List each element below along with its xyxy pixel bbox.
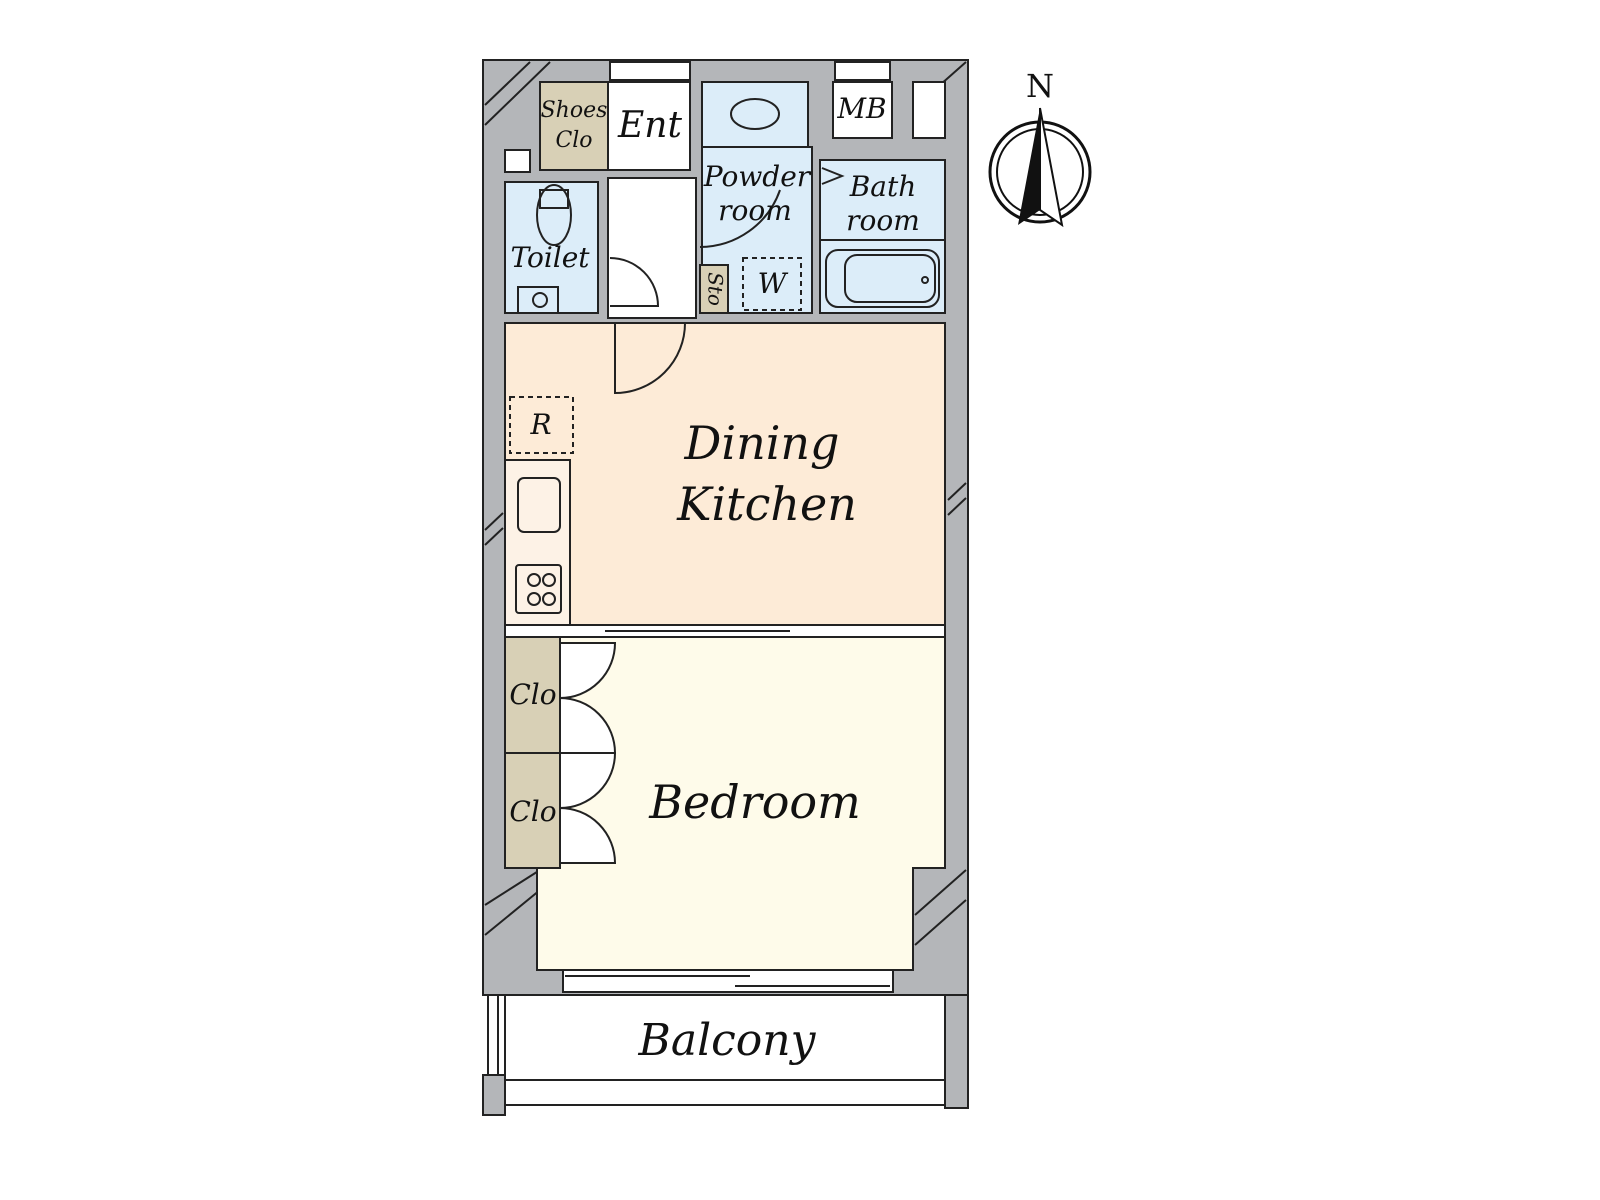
washer-label: W bbox=[758, 267, 789, 300]
washer-space bbox=[742, 257, 802, 311]
entrance-window bbox=[609, 61, 691, 81]
toilet-bowl-icon bbox=[536, 184, 572, 246]
kitchen-sink-icon bbox=[517, 477, 561, 533]
sink-icon bbox=[730, 98, 780, 130]
dining-kitchen-label-2: Kitchen bbox=[676, 477, 857, 531]
storage-label: Sto bbox=[704, 272, 728, 306]
refrigerator-label: R bbox=[529, 408, 551, 441]
bath-room-label-2: room bbox=[846, 204, 920, 237]
meter-box bbox=[832, 81, 893, 139]
entrance bbox=[607, 81, 691, 171]
closet-1-label: Clo bbox=[509, 678, 556, 711]
north-compass-icon: N bbox=[988, 67, 1092, 228]
powder-room-label-2: room bbox=[718, 194, 792, 227]
toilet-tank-icon bbox=[539, 189, 569, 209]
toilet-label: Toilet bbox=[510, 241, 590, 274]
refrigerator-space bbox=[509, 396, 574, 454]
dining-kitchen-door bbox=[614, 322, 686, 395]
mb-window bbox=[834, 61, 891, 81]
shoes-closet bbox=[539, 81, 609, 171]
closet-2 bbox=[504, 752, 561, 869]
storage bbox=[699, 264, 729, 314]
hand-basin bbox=[517, 286, 559, 314]
bedroom-label: Bedroom bbox=[648, 775, 860, 829]
hallway bbox=[607, 177, 697, 319]
stove-icon bbox=[515, 564, 562, 614]
drain-icon bbox=[921, 276, 929, 284]
bath-door-icon bbox=[821, 167, 845, 185]
balcony-label: Balcony bbox=[638, 1015, 817, 1066]
meter-box-label: MB bbox=[836, 92, 886, 125]
shaft bbox=[912, 81, 946, 139]
balcony-window bbox=[562, 969, 894, 993]
bath-room-label: Bath bbox=[849, 170, 917, 203]
bathtub-inner bbox=[844, 254, 936, 303]
north-label: N bbox=[1026, 67, 1054, 105]
balcony-ledge bbox=[504, 1079, 946, 1106]
closet-doors bbox=[559, 642, 617, 864]
entrance-label: Ent bbox=[617, 105, 682, 146]
toilet-door bbox=[609, 257, 660, 307]
window-hatch bbox=[484, 61, 967, 946]
balcony bbox=[504, 994, 946, 1081]
bathtub-icon bbox=[825, 249, 940, 308]
basin-icon bbox=[532, 292, 548, 308]
closet-1 bbox=[504, 636, 561, 754]
powder-room-label: Powder bbox=[703, 160, 812, 193]
balcony-post bbox=[482, 1074, 506, 1116]
shoes-closet-label: Shoes bbox=[541, 98, 608, 123]
balcony-side-wall bbox=[944, 994, 969, 1109]
shoes-closet-label-2: Clo bbox=[555, 128, 592, 153]
powder-room-door bbox=[699, 189, 781, 248]
small-shelf bbox=[504, 149, 531, 173]
vanity bbox=[701, 81, 809, 148]
bath-room bbox=[819, 159, 946, 314]
closet-2-label: Clo bbox=[509, 795, 556, 828]
dining-kitchen-label: Dining bbox=[683, 416, 839, 470]
